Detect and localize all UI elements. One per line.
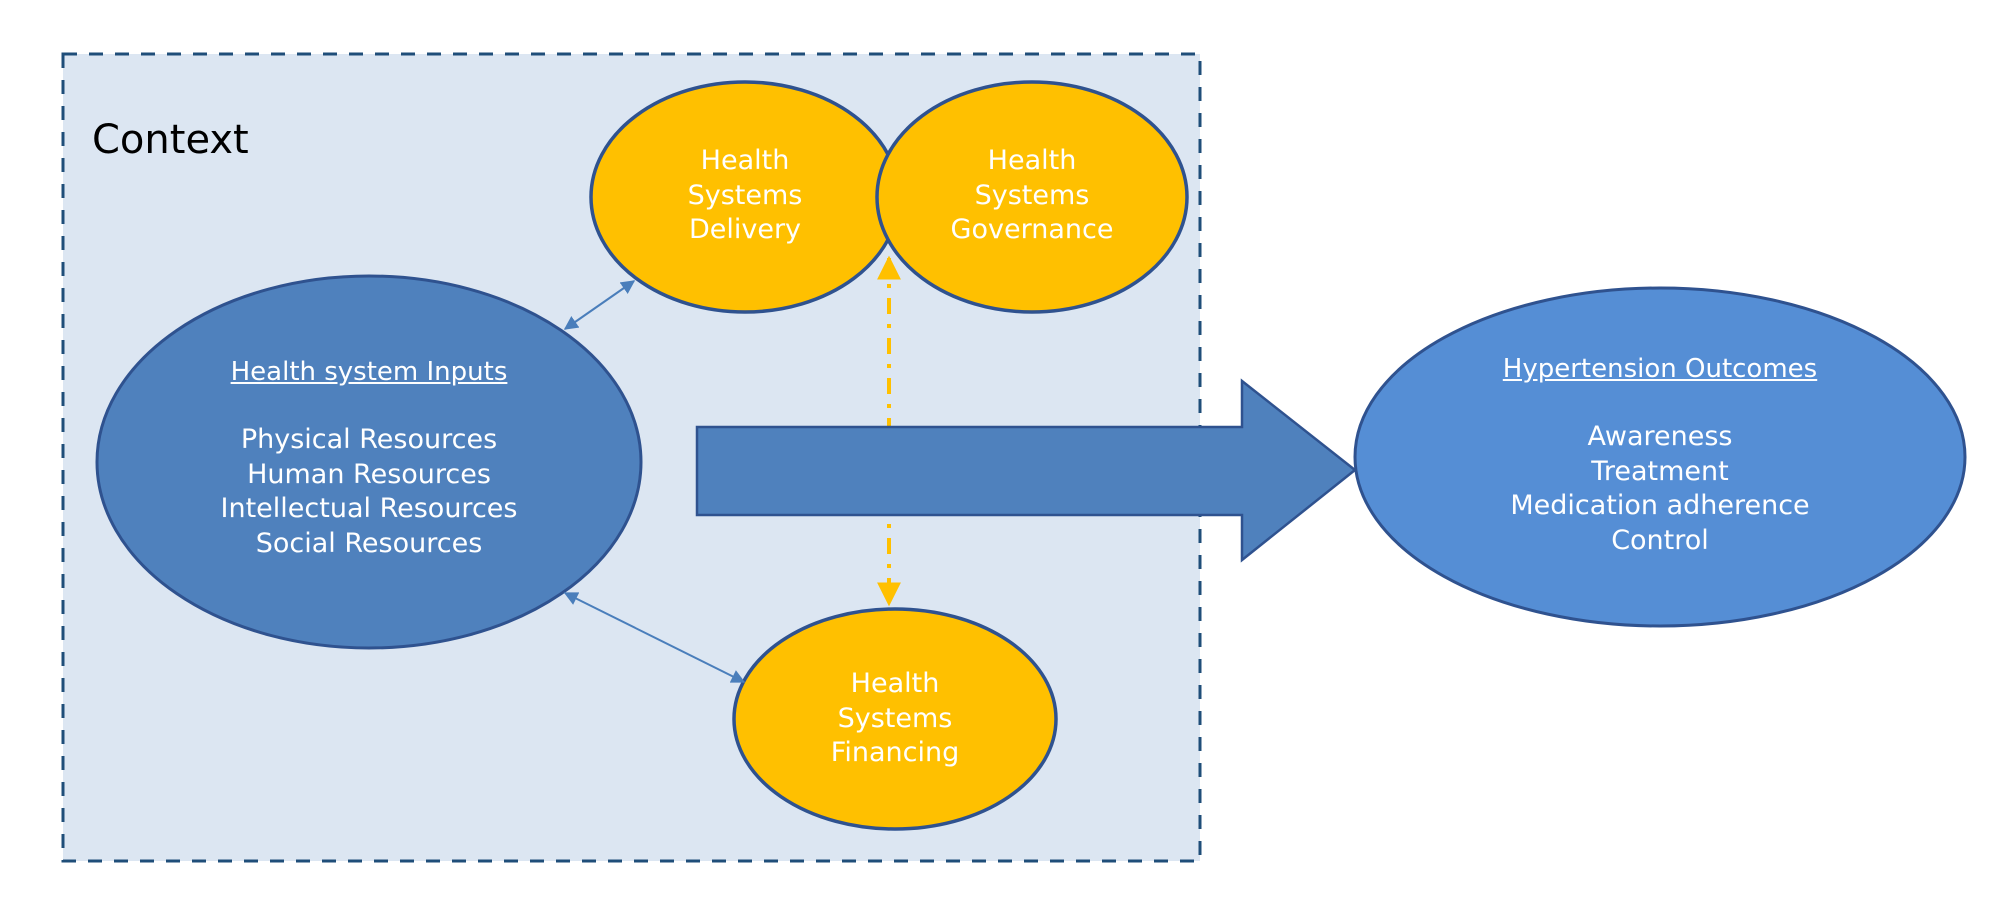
block-arrow bbox=[695, 378, 1358, 563]
outcomes-item: Awareness bbox=[1587, 421, 1733, 453]
outcomes-label: Hypertension Outcomes Awareness Treatmen… bbox=[1460, 353, 1860, 558]
inputs-item: Intellectual Resources bbox=[220, 493, 518, 525]
delivery-line: Health bbox=[700, 145, 790, 176]
outcomes-item: Medication adherence bbox=[1510, 490, 1810, 522]
delivery-line: Delivery bbox=[688, 214, 802, 246]
context-title: Context bbox=[92, 117, 249, 163]
outcomes-heading: Hypertension Outcomes bbox=[1502, 354, 1818, 384]
inputs-item: Physical Resources bbox=[240, 424, 498, 456]
governance-line: Governance bbox=[950, 214, 1114, 246]
governance-line: Systems bbox=[974, 179, 1090, 211]
delivery-label: Health Systems Delivery bbox=[615, 144, 875, 248]
delivery-line: Systems bbox=[687, 179, 803, 211]
inputs-node bbox=[95, 274, 643, 650]
outcomes-item: Control bbox=[1611, 524, 1709, 556]
financing-label: Health Systems Financing bbox=[765, 667, 1025, 771]
edge-inputs-delivery bbox=[563, 280, 636, 330]
outcomes-item: Treatment bbox=[1591, 455, 1729, 487]
governance-line: Health bbox=[987, 145, 1077, 176]
financing-line: Health bbox=[850, 668, 940, 699]
inputs-heading: Health system Inputs bbox=[230, 357, 508, 387]
outcomes-node bbox=[1353, 286, 1967, 628]
financing-line: Financing bbox=[830, 737, 960, 769]
governance-label: Health Systems Governance bbox=[902, 144, 1162, 248]
inputs-label: Health system Inputs Physical Resources … bbox=[169, 356, 569, 561]
financing-node bbox=[732, 607, 1058, 831]
edge-inputs-financing bbox=[563, 592, 746, 683]
inputs-item: Human Resources bbox=[247, 458, 491, 490]
inputs-item: Social Resources bbox=[255, 527, 483, 559]
governance-node bbox=[875, 80, 1189, 314]
financing-line: Systems bbox=[837, 702, 953, 734]
